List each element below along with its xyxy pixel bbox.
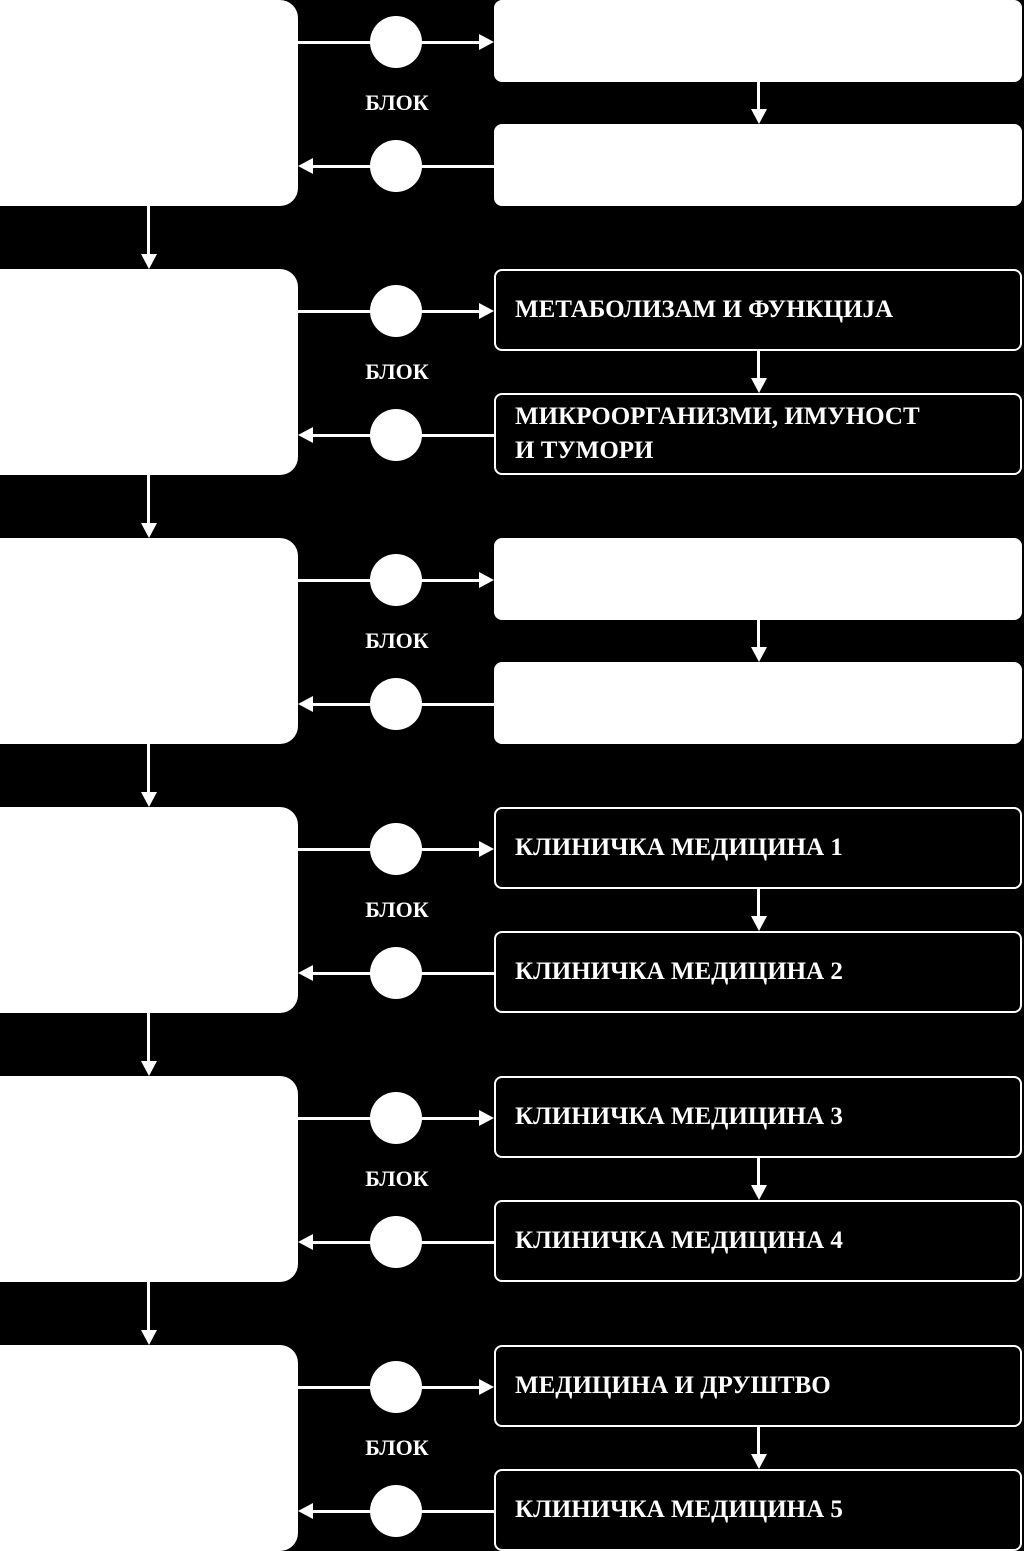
course-label: КЛИНИЧКА МЕДИЦИНА 1 <box>515 834 843 861</box>
year-box <box>0 538 298 744</box>
blok-label: БЛОК <box>365 897 429 922</box>
connector-line <box>147 1013 150 1063</box>
arrowhead-left <box>298 696 313 712</box>
arrowhead-down <box>751 378 767 393</box>
arrowhead-left <box>298 427 313 443</box>
blok-label: БЛОК <box>365 628 429 653</box>
node-circle <box>370 140 422 192</box>
arrowhead-down <box>141 1330 157 1345</box>
arrowhead-down <box>141 523 157 538</box>
arrowhead-left <box>298 158 313 174</box>
arrowhead-right <box>479 34 494 50</box>
year-box <box>0 0 298 206</box>
course-label <box>513 662 1010 744</box>
node-circle <box>370 1361 422 1413</box>
course-box-top <box>494 538 1022 620</box>
blok-label: БЛОК <box>365 90 429 115</box>
arrowhead-right <box>479 841 494 857</box>
arrowhead-right <box>479 1379 494 1395</box>
node-circle <box>370 1485 422 1537</box>
arrowhead-down <box>751 109 767 124</box>
blok-label: БЛОК <box>365 1166 429 1191</box>
course-label <box>513 124 1010 206</box>
connector-line <box>147 206 150 256</box>
year-box <box>0 1076 298 1282</box>
course-box-top <box>494 0 1022 82</box>
course-label: МЕТАБОЛИЗАМ И ФУНКЦИЈА <box>515 296 894 323</box>
course-box-top: МЕТАБОЛИЗАМ И ФУНКЦИЈА <box>494 269 1022 351</box>
arrowhead-right <box>479 1110 494 1126</box>
connector-line <box>147 475 150 525</box>
node-circle <box>370 1092 422 1144</box>
arrowhead-down <box>141 792 157 807</box>
node-circle <box>370 16 422 68</box>
arrowhead-left <box>298 1503 313 1519</box>
connector-line <box>757 889 760 918</box>
course-box-bottom: КЛИНИЧКА МЕДИЦИНА 4 <box>494 1200 1022 1282</box>
year-box <box>0 269 298 475</box>
arrowhead-right <box>479 303 494 319</box>
year-box <box>0 807 298 1013</box>
blok-label: БЛОК <box>365 1435 429 1460</box>
course-label: МЕДИЦИНА И ДРУШТВО <box>515 1372 831 1399</box>
course-label: КЛИНИЧКА МЕДИЦИНА 4 <box>515 1227 843 1254</box>
course-label <box>513 0 1010 82</box>
node-circle <box>370 554 422 606</box>
course-label: КЛИНИЧКА МЕДИЦИНА 3 <box>515 1103 843 1130</box>
arrowhead-down <box>141 254 157 269</box>
course-box-bottom <box>494 662 1022 744</box>
arrowhead-down <box>751 1454 767 1469</box>
course-box-bottom: КЛИНИЧКА МЕДИЦИНА 5 <box>494 1469 1022 1551</box>
arrowhead-down <box>751 1185 767 1200</box>
course-box-top: КЛИНИЧКА МЕДИЦИНА 3 <box>494 1076 1022 1158</box>
connector-line <box>757 82 760 111</box>
connector-line <box>757 1158 760 1187</box>
arrowhead-down <box>141 1061 157 1076</box>
connector-line <box>147 744 150 794</box>
arrowhead-right <box>479 572 494 588</box>
node-circle <box>370 947 422 999</box>
arrowhead-left <box>298 965 313 981</box>
course-label: КЛИНИЧКА МЕДИЦИНА 2 <box>515 958 843 985</box>
arrowhead-down <box>751 647 767 662</box>
node-circle <box>370 1216 422 1268</box>
connector-line <box>757 351 760 380</box>
year-box <box>0 1345 298 1551</box>
node-circle <box>370 285 422 337</box>
arrowhead-left <box>298 1234 313 1250</box>
arrowhead-down <box>751 916 767 931</box>
course-box-bottom <box>494 124 1022 206</box>
node-circle <box>370 678 422 730</box>
course-box-bottom: МИКРООРГАНИЗМИ, ИМУНОСТ И ТУМОРИ <box>494 393 1022 475</box>
course-label: МИКРООРГАНИЗМИ, ИМУНОСТ И ТУМОРИ <box>515 403 920 464</box>
connector-line <box>757 1427 760 1456</box>
connector-line <box>147 1282 150 1332</box>
course-label: КЛИНИЧКА МЕДИЦИНА 5 <box>515 1496 843 1523</box>
course-box-bottom: КЛИНИЧКА МЕДИЦИНА 2 <box>494 931 1022 1013</box>
connector-line <box>757 620 760 649</box>
node-circle <box>370 823 422 875</box>
course-box-top: КЛИНИЧКА МЕДИЦИНА 1 <box>494 807 1022 889</box>
node-circle <box>370 409 422 461</box>
course-label <box>513 538 1010 620</box>
course-box-top: МЕДИЦИНА И ДРУШТВО <box>494 1345 1022 1427</box>
blok-label: БЛОК <box>365 359 429 384</box>
